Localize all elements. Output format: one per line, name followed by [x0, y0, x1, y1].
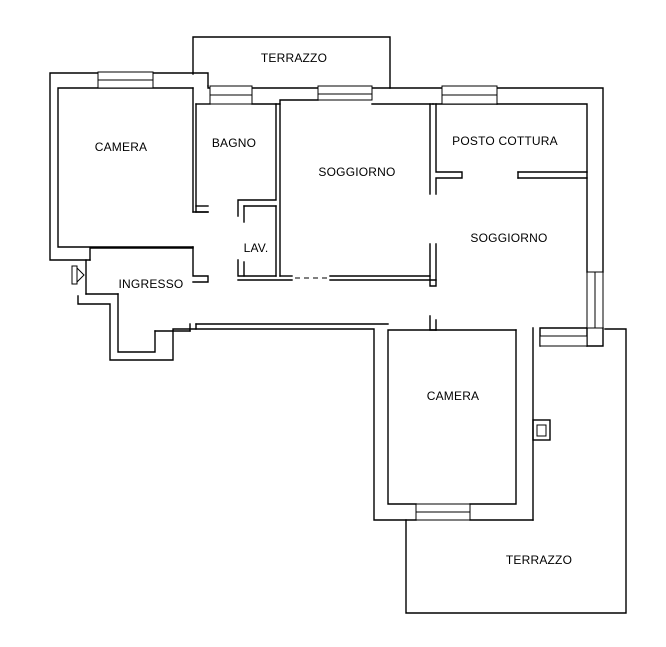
label-camera-bottom: CAMERA	[427, 389, 480, 403]
door-terrazzo	[539, 335, 588, 347]
label-terrazzo-top: TERRAZZO	[261, 51, 327, 65]
windows	[97, 71, 604, 521]
column-icon	[532, 419, 551, 441]
terrace-bottom	[405, 328, 627, 614]
label-posto-cottura: POSTO COTTURA	[452, 134, 558, 148]
interior-walls	[192, 103, 588, 331]
window-soggiorno	[317, 85, 373, 101]
label-bagno: BAGNO	[212, 136, 256, 150]
terrace-top	[192, 36, 391, 89]
label-camera-left: CAMERA	[95, 140, 148, 154]
label-soggiorno-right: SOGGIORNO	[470, 231, 547, 245]
label-terrazzo-bottom: TERRAZZO	[506, 553, 572, 567]
entrance-door-icon	[71, 265, 85, 285]
label-ingresso: INGRESSO	[119, 277, 184, 291]
label-soggiorno-center: SOGGIORNO	[318, 165, 395, 179]
label-lav: LAV.	[244, 241, 269, 255]
outer-walls	[49, 72, 604, 521]
